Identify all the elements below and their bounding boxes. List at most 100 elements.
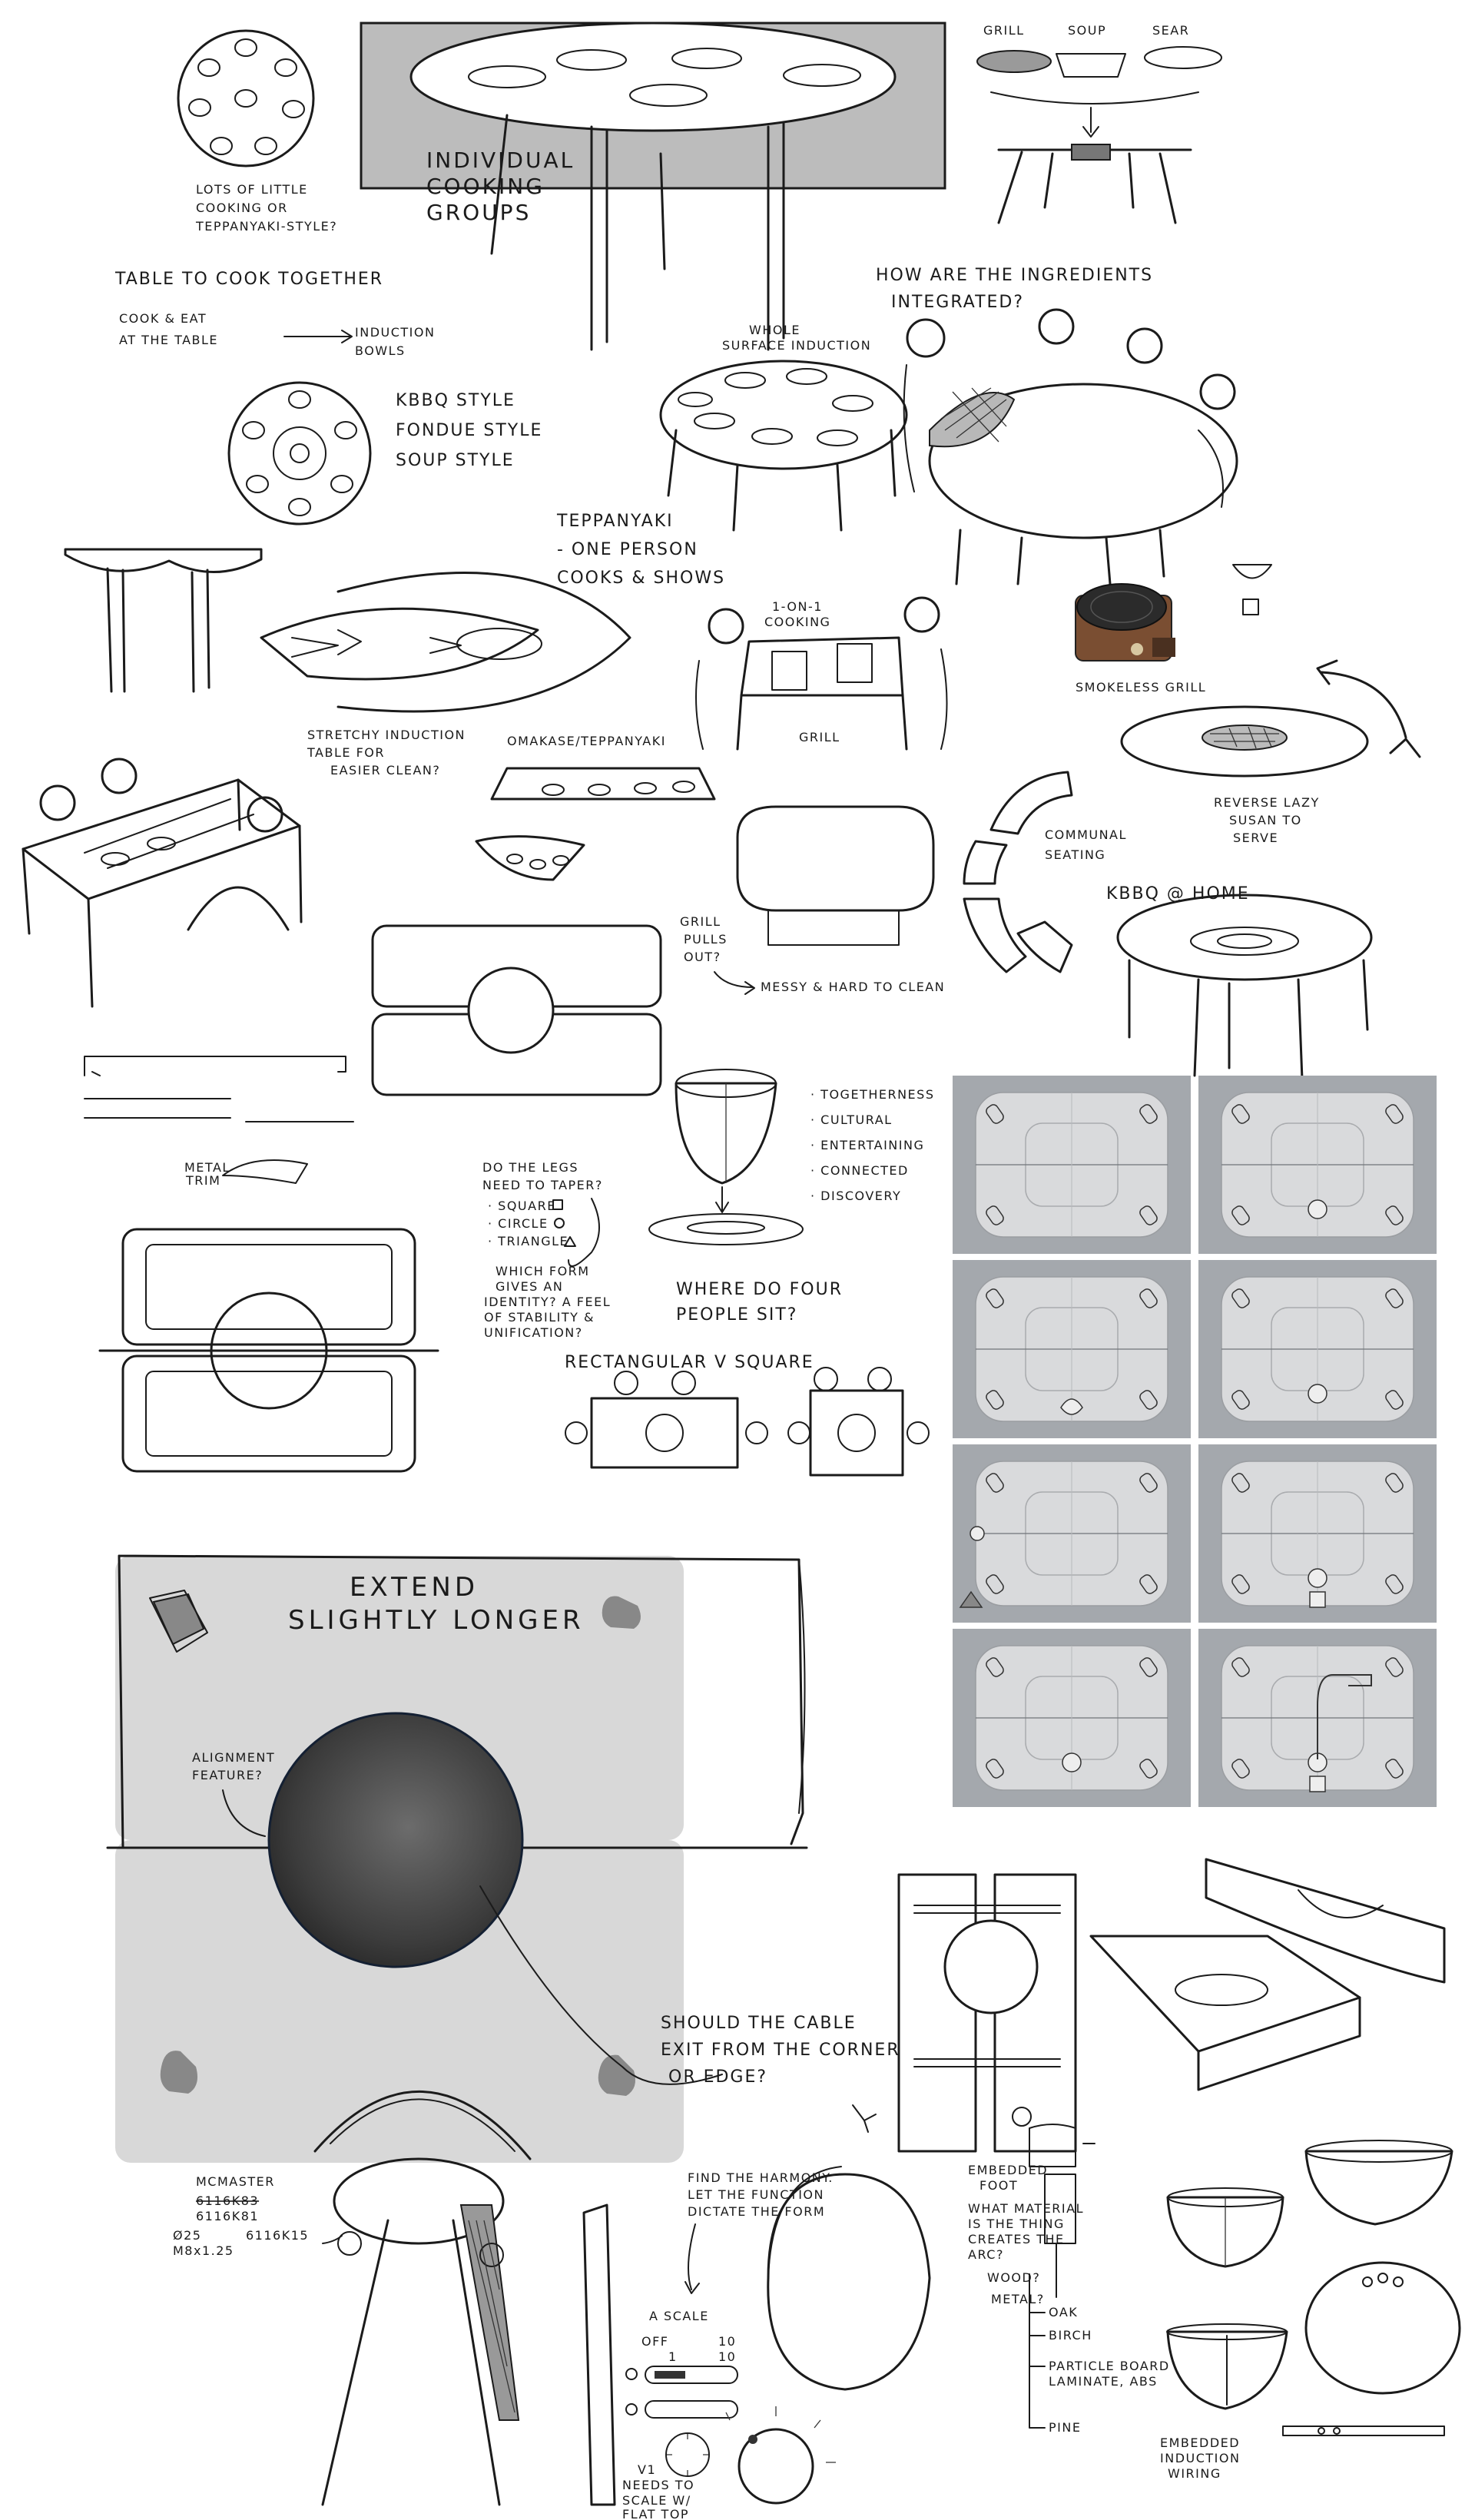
kbbq-home-table-sketch bbox=[1116, 894, 1373, 1081]
omakase-counter-sketch bbox=[475, 767, 716, 881]
note-extend: EXTEND bbox=[350, 1572, 479, 1603]
table-foot bbox=[1139, 1759, 1158, 1779]
scale-slider-sketches bbox=[625, 2366, 836, 2505]
rail-profile-sketches bbox=[84, 1056, 354, 1184]
table-foot bbox=[1139, 1390, 1158, 1410]
split-table-frame-sketch bbox=[98, 1228, 439, 1473]
bent-panel-sketch bbox=[1089, 1935, 1361, 2091]
stretchy-table-side-sketch bbox=[64, 548, 263, 693]
note-cook-eat: COOK & EAT bbox=[119, 311, 207, 326]
table-foot bbox=[1385, 1759, 1404, 1779]
table-foot bbox=[1385, 1288, 1404, 1308]
note-ten: 10 bbox=[718, 2334, 736, 2349]
table-foot bbox=[986, 1390, 1004, 1410]
note-embedded-foot: EMBEDDED bbox=[968, 2163, 1048, 2177]
note-smokeless-grill: SMOKELESS GRILL bbox=[1076, 680, 1206, 695]
table-foot bbox=[1385, 1104, 1404, 1124]
cable-port bbox=[1062, 1752, 1082, 1772]
note-metal: METAL? bbox=[991, 2292, 1045, 2306]
note-fondue-style: FONDUE STYLE bbox=[396, 421, 542, 440]
note-metal-trim: METAL bbox=[184, 1160, 230, 1175]
render-tile bbox=[1198, 1444, 1437, 1623]
note-flat-top: FLAT TOP bbox=[622, 2507, 689, 2520]
split-table-clamp-sketch bbox=[897, 1873, 1077, 2153]
note-messy: MESSY & HARD TO CLEAN bbox=[761, 980, 945, 994]
note-individual: INDIVIDUAL bbox=[426, 148, 575, 173]
note-teppanyaki-style: TEPPANYAKI-STYLE? bbox=[195, 219, 337, 234]
note-where-four: WHERE DO FOUR bbox=[676, 1280, 843, 1299]
little-cooking-plate-sketch bbox=[177, 29, 315, 167]
note-induction: INDUCTION bbox=[355, 325, 435, 340]
note-cooking: COOKING bbox=[426, 174, 545, 199]
material-particle-board: PARTICLE BOARD bbox=[1049, 2359, 1170, 2373]
note-gives-an: GIVES AN bbox=[496, 1279, 563, 1294]
note-is-the-thing: IS THE THING bbox=[968, 2217, 1065, 2231]
reverse-lazy-susan-sketch bbox=[1120, 659, 1421, 778]
pullout-handle bbox=[1317, 1674, 1372, 1759]
note-trim: TRIM bbox=[185, 1173, 220, 1188]
note-scale-w: SCALE W/ bbox=[622, 2493, 691, 2508]
note-feature: FEATURE? bbox=[192, 1768, 263, 1782]
note-one-person: - ONE PERSON bbox=[557, 540, 698, 559]
cable-port bbox=[1308, 1568, 1328, 1588]
table-foot bbox=[986, 1104, 1004, 1124]
table-foot bbox=[1231, 1759, 1250, 1779]
note-a-scale: A SCALE bbox=[649, 2309, 709, 2323]
material-oak: OAK bbox=[1049, 2305, 1078, 2319]
split-table-topview-sketch bbox=[371, 924, 662, 1096]
note-should-cable: SHOULD THE CABLE bbox=[661, 2014, 857, 2033]
table-foot bbox=[1139, 1205, 1158, 1225]
material-laminate: LAMINATE, ABS bbox=[1049, 2374, 1158, 2389]
people-around-oval-table bbox=[903, 308, 1238, 585]
note-mcmaster: MCMASTER bbox=[196, 2174, 275, 2189]
cable-box bbox=[1309, 1591, 1326, 1608]
note-table-cook-together: TABLE TO COOK TOGETHER bbox=[114, 270, 383, 289]
grill-soup-sear-sketch bbox=[976, 46, 1222, 224]
label-sear: SEAR bbox=[1152, 23, 1189, 38]
note-exit-corner: EXIT FROM THE CORNER bbox=[661, 2041, 900, 2060]
note-identity: IDENTITY? A FEEL bbox=[484, 1295, 611, 1309]
table-foot bbox=[1231, 1574, 1250, 1594]
note-people-sit: PEOPLE SIT? bbox=[676, 1305, 797, 1325]
render-tile bbox=[1198, 1629, 1437, 1807]
grill-pullout-cabinet-sketch bbox=[736, 805, 935, 946]
table-foot bbox=[1231, 1390, 1250, 1410]
note-teppanyaki: TEPPANYAKI bbox=[556, 512, 674, 531]
render-tile bbox=[1198, 1260, 1437, 1438]
note-part-c: 6116K15 bbox=[246, 2228, 309, 2243]
note-rect-v-square: RECTANGULAR V SQUARE bbox=[565, 1353, 814, 1372]
label-grill: GRILL bbox=[983, 23, 1025, 38]
note-kbbq-style: KBBQ STYLE bbox=[396, 391, 515, 410]
note-thread: M8x1.25 bbox=[173, 2243, 234, 2258]
note-dictate-form: DICTATE THE FORM bbox=[688, 2204, 825, 2219]
note-whole: WHOLE bbox=[749, 323, 800, 337]
note-foot: FOOT bbox=[979, 2178, 1018, 2193]
individual-cooking-table-sketch bbox=[360, 22, 946, 351]
note-dia: Ø25 bbox=[173, 2228, 201, 2243]
note-groups: GROUPS bbox=[426, 200, 531, 225]
note-at-the-table: AT THE TABLE bbox=[119, 333, 218, 347]
one-on-one-table-sketch bbox=[695, 596, 948, 751]
note-bowls: BOWLS bbox=[355, 343, 406, 358]
note-easier-clean: EASIER CLEAN? bbox=[330, 763, 440, 778]
note-stretchy-induction: STRETCHY INDUCTION bbox=[307, 728, 466, 742]
note-communal: COMMUNAL bbox=[1045, 827, 1127, 842]
cable-path-sketch bbox=[479, 1885, 723, 2085]
rectangular-seating-sketch bbox=[565, 1371, 768, 1469]
note-how-are-ingredients: HOW ARE THE INGREDIENTS bbox=[876, 266, 1153, 285]
table-foot bbox=[1139, 1657, 1158, 1677]
table-foot bbox=[1139, 1104, 1158, 1124]
square-seating-sketch bbox=[787, 1367, 930, 1477]
value-cultural: · CULTURAL bbox=[810, 1112, 893, 1127]
note-needs-to: NEEDS TO bbox=[622, 2478, 694, 2492]
note-soup-style: SOUP STYLE bbox=[396, 451, 515, 470]
note-unification: UNIFICATION? bbox=[484, 1325, 583, 1340]
induction-sphere-render bbox=[267, 1712, 524, 1968]
note-need-taper: NEED TO TAPER? bbox=[482, 1178, 603, 1192]
table-foot bbox=[1385, 1390, 1404, 1410]
cable-box bbox=[1309, 1776, 1326, 1792]
note-v1-needs: V1 bbox=[638, 2462, 656, 2477]
note-susan-to: SUSAN TO bbox=[1229, 813, 1302, 827]
note-cooking-or: COOKING OR bbox=[196, 201, 288, 215]
